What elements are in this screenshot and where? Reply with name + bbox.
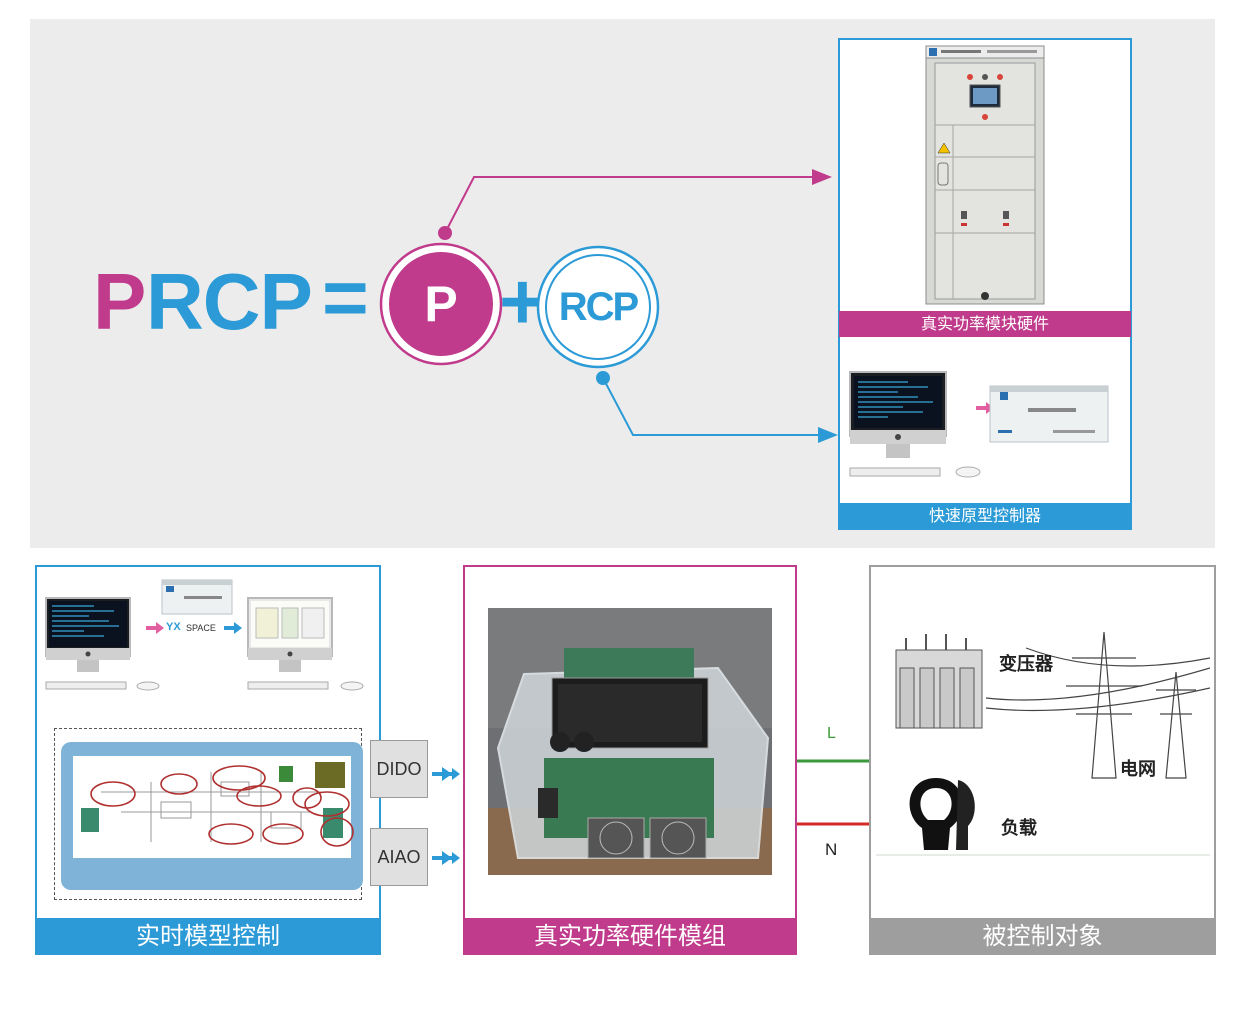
yx-logo: YX xyxy=(166,621,181,633)
aiao-box: AIAO xyxy=(370,828,428,886)
p-connector-line xyxy=(444,176,822,234)
formula-diagram xyxy=(379,169,838,443)
rcp-connector-arrow xyxy=(818,427,838,443)
controlled-object-image xyxy=(876,628,1210,856)
p-connector-dot xyxy=(438,226,452,240)
power-hw-caption: 真实功率模块硬件 xyxy=(839,311,1131,337)
rcp-circle-label: RCP xyxy=(558,285,639,329)
realtime-model-caption: 实时模型控制 xyxy=(35,918,381,955)
power-cabinet-image xyxy=(925,45,1045,305)
rcp-setup-image xyxy=(849,371,1109,478)
p-connector-arrow xyxy=(812,169,832,185)
space-text: SPACE xyxy=(186,623,216,633)
dido-box: DIDO xyxy=(370,740,428,798)
io-arrows xyxy=(432,767,460,865)
rcp-caption: 快速原型控制器 xyxy=(839,503,1131,529)
line-l-label: L xyxy=(827,725,836,742)
p-circle-inner xyxy=(389,252,493,356)
formula-p-letter: P xyxy=(93,257,146,346)
grid-label: 电网 xyxy=(1120,759,1156,780)
power-hardware-photo xyxy=(488,608,772,875)
rcp-connector-dot xyxy=(596,371,610,385)
power-hardware-caption: 真实功率硬件模组 xyxy=(463,918,797,955)
p-circle-label: P xyxy=(424,276,458,332)
line-n-label: N xyxy=(825,840,838,859)
load-label: 负载 xyxy=(1001,818,1037,839)
transformer-label: 变压器 xyxy=(999,654,1053,675)
model-schematic-image xyxy=(61,742,363,890)
formula-equals: = xyxy=(322,253,369,342)
controlled-object-caption: 被控制对象 xyxy=(869,918,1216,955)
rcp-circle-inner xyxy=(545,254,651,360)
formula-rcp-letters: RCP xyxy=(146,257,313,346)
realtime-setup-image xyxy=(45,579,364,691)
ln-lines xyxy=(797,759,871,826)
rcp-connector-line xyxy=(602,377,828,436)
